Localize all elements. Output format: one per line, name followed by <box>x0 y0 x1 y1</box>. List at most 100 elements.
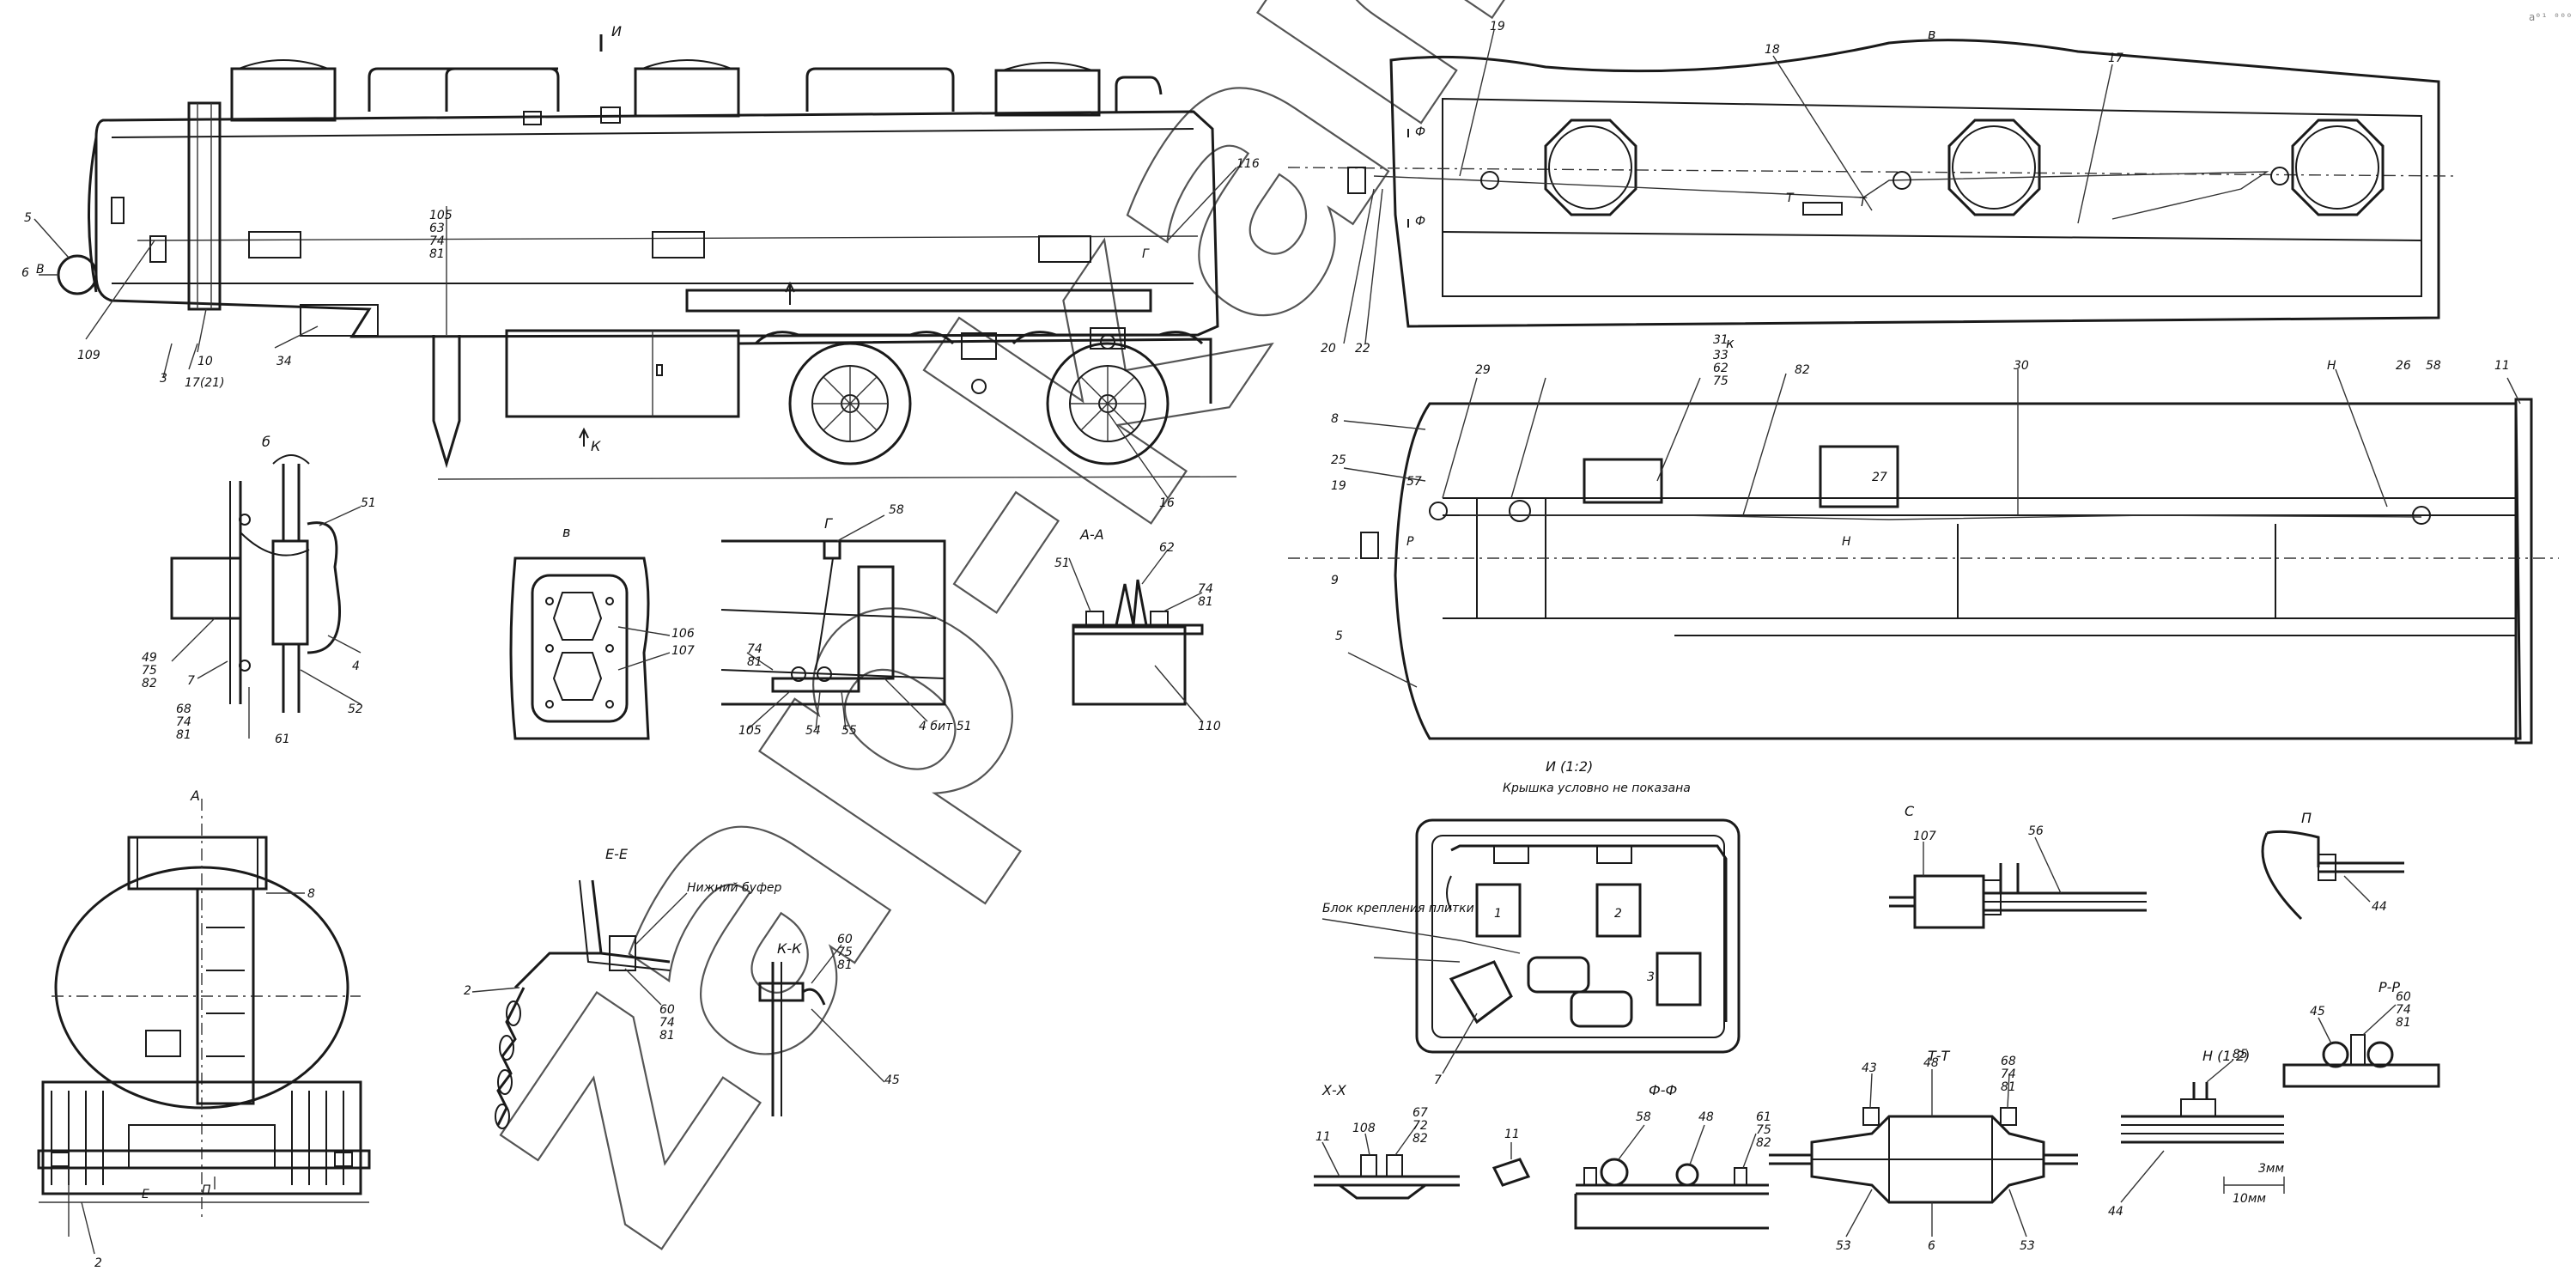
side-view-tanker: И <box>33 23 1237 499</box>
svg-text:11: 11 <box>1504 1128 1520 1141</box>
section-tt: Т-Т <box>1769 1048 2078 1238</box>
section-xx: Х-Х <box>1314 1082 1531 1200</box>
svg-text:58: 58 <box>1636 1110 1651 1124</box>
svg-text:58: 58 <box>2426 359 2441 373</box>
svg-text:74: 74 <box>1198 582 1213 596</box>
svg-text:45: 45 <box>884 1073 900 1087</box>
svg-text:6: 6 <box>21 266 29 280</box>
svg-text:Крышка условно не показана: Крышка условно не показана <box>1503 781 1691 795</box>
svg-text:75: 75 <box>142 664 157 678</box>
svg-text:2: 2 <box>94 1256 102 1270</box>
svg-text:в: в <box>562 524 570 540</box>
svg-text:58: 58 <box>889 503 904 517</box>
detail-p: П <box>2261 810 2404 921</box>
svg-text:109: 109 <box>77 349 100 362</box>
svg-text:8: 8 <box>1331 412 1339 426</box>
svg-text:82: 82 <box>1795 363 1810 377</box>
section-kk: К-К <box>758 940 885 1116</box>
svg-text:П: П <box>202 1183 211 1197</box>
svg-text:Блок крепления плитки: Блок крепления плитки <box>1322 902 1474 915</box>
svg-text:63: 63 <box>429 222 445 235</box>
svg-text:Нижний буфер: Нижний буфер <box>687 881 782 895</box>
svg-text:72: 72 <box>1413 1119 1428 1133</box>
svg-text:А-А: А-А <box>1079 526 1104 543</box>
svg-text:81: 81 <box>659 1029 675 1043</box>
svg-text:55: 55 <box>841 724 857 738</box>
svg-text:19: 19 <box>1490 20 1505 33</box>
detail-g: Г <box>720 514 946 731</box>
svg-text:Т: Т <box>1786 192 1795 205</box>
svg-text:57: 57 <box>1406 475 1422 489</box>
svg-text:74: 74 <box>429 234 445 248</box>
svg-text:34: 34 <box>276 355 292 368</box>
svg-text:81: 81 <box>176 728 191 742</box>
svg-text:54: 54 <box>805 724 821 738</box>
svg-text:8: 8 <box>307 887 315 901</box>
svg-text:81: 81 <box>2396 1016 2411 1030</box>
svg-text:33: 33 <box>1713 349 1728 362</box>
svg-text:68: 68 <box>2001 1055 2016 1068</box>
svg-text:68: 68 <box>176 702 191 716</box>
svg-text:10: 10 <box>197 355 213 368</box>
svg-text:А: А <box>190 788 200 804</box>
svg-text:44: 44 <box>2372 900 2387 914</box>
svg-text:Е-Е: Е-Е <box>605 846 629 862</box>
svg-text:81: 81 <box>2001 1080 2016 1094</box>
svg-text:19: 19 <box>1331 479 1346 493</box>
svg-text:51: 51 <box>1054 556 1070 570</box>
svg-text:81: 81 <box>1198 595 1213 609</box>
svg-text:106: 106 <box>671 627 695 641</box>
svg-text:62: 62 <box>1159 541 1175 555</box>
svg-text:27: 27 <box>1872 471 1887 484</box>
svg-text:11: 11 <box>1315 1130 1331 1144</box>
svg-text:Т-Т: Т-Т <box>1928 1048 1951 1064</box>
svg-text:Н (1:2): Н (1:2) <box>2202 1048 2250 1064</box>
svg-text:Н: Н <box>1842 535 1851 549</box>
svg-text:31: 31 <box>1713 333 1728 347</box>
svg-text:107: 107 <box>671 644 695 658</box>
top-view-v: в <box>1287 26 2457 344</box>
svg-text:П: П <box>2301 810 2312 826</box>
svg-text:б: б <box>262 434 270 450</box>
svg-text:105: 105 <box>738 724 762 738</box>
svg-text:К-К: К-К <box>777 940 802 957</box>
svg-text:4: 4 <box>352 660 360 673</box>
svg-text:в: в <box>1928 26 1935 42</box>
svg-text:17: 17 <box>2108 52 2123 65</box>
svg-text:3мм: 3мм <box>2258 1162 2284 1176</box>
corner-mark: a⁰¹ ⁰⁰⁰ <box>2529 11 2573 23</box>
svg-text:44: 44 <box>2108 1205 2123 1219</box>
svg-text:56: 56 <box>2028 824 2044 838</box>
svg-text:53: 53 <box>2020 1239 2035 1253</box>
svg-text:2: 2 <box>464 984 471 998</box>
svg-text:61: 61 <box>275 733 290 746</box>
svg-text:60: 60 <box>2396 990 2411 1004</box>
svg-text:6: 6 <box>1928 1239 1935 1253</box>
svg-text:81: 81 <box>747 655 762 669</box>
svg-text:2: 2 <box>1614 907 1622 921</box>
svg-text:105: 105 <box>429 209 453 222</box>
svg-text:22: 22 <box>1355 342 1370 356</box>
svg-text:75: 75 <box>1756 1123 1771 1137</box>
svg-text:к: к <box>1726 335 1735 351</box>
svg-text:7: 7 <box>1434 1073 1442 1087</box>
svg-text:49: 49 <box>142 651 157 665</box>
svg-text:И (1:2): И (1:2) <box>1546 758 1593 775</box>
svg-text:5: 5 <box>1335 629 1343 643</box>
svg-text:82: 82 <box>142 677 157 690</box>
svg-text:116: 116 <box>1236 157 1260 171</box>
svg-text:3: 3 <box>1647 970 1655 984</box>
callout-labels: 5 В 6 109 10 34 3 17(21) 105 63 74 81 11… <box>21 20 2510 1270</box>
svg-text:29: 29 <box>1475 363 1491 377</box>
rear-view-a: А <box>37 788 371 1255</box>
svg-text:Г: Г <box>1142 247 1150 261</box>
svg-text:85: 85 <box>2233 1048 2248 1061</box>
svg-text:60: 60 <box>837 933 853 946</box>
svg-text:48: 48 <box>1923 1056 1939 1070</box>
svg-text:Ф: Ф <box>1415 215 1425 228</box>
svg-text:25: 25 <box>1331 453 1346 467</box>
svg-text:7: 7 <box>187 674 195 688</box>
svg-text:45: 45 <box>2310 1005 2325 1019</box>
svg-text:9: 9 <box>1331 574 1339 587</box>
